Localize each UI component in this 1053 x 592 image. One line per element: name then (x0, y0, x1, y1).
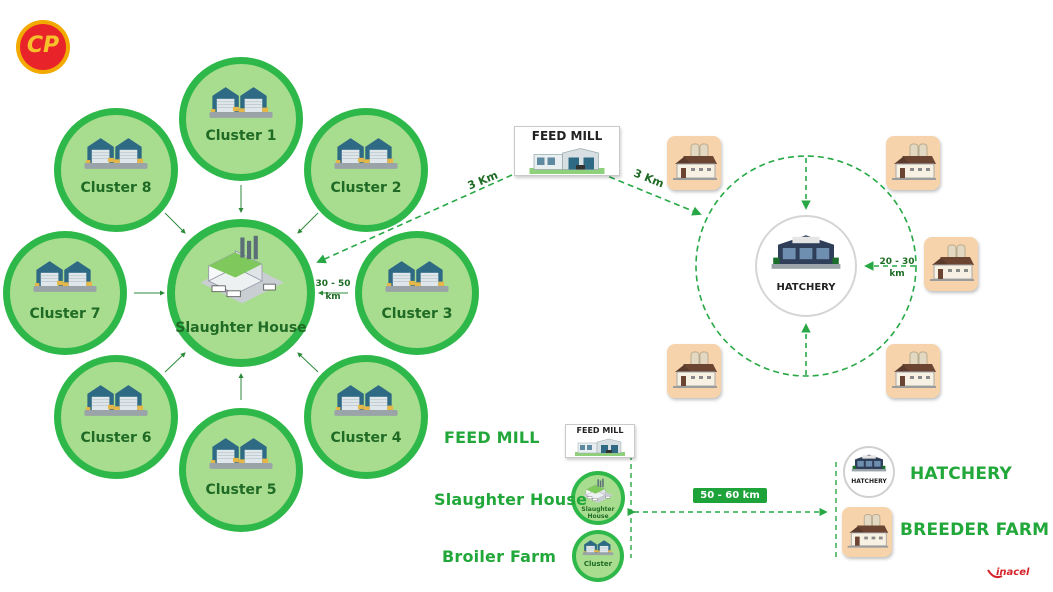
hatchery-ring (695, 155, 917, 377)
cluster-label-8: Cluster 8 (80, 180, 152, 196)
cluster-label-2: Cluster 2 (330, 180, 402, 196)
slaughter-cluster-distance: 30 - 50 km (315, 279, 351, 302)
breeder-farm-bottom-right (886, 344, 940, 398)
farm-house-icon (672, 351, 718, 389)
legend-feed-mill-icon: FEED MILL (565, 424, 635, 458)
cluster-circles (3, 57, 479, 532)
breeder-farm-top-left (667, 136, 721, 190)
breeder-farm-top-right (886, 136, 940, 190)
farm-house-icon (891, 143, 937, 181)
legend-hatchery: HATCHERY (910, 464, 1013, 484)
slaughter-house-label: Slaughter House (175, 320, 307, 336)
cluster-label-5: Cluster 5 (205, 482, 277, 498)
cluster-label-1: Cluster 1 (205, 128, 277, 144)
legend-cluster-icon-label: Cluster (583, 560, 613, 568)
breeder-hatchery-distance: 20 - 30 km (879, 257, 915, 279)
legend-breeder-farm: BREEDER FARM (900, 520, 1050, 540)
cp-logo: CP (16, 20, 70, 74)
farm-house-icon (891, 351, 937, 389)
legend-feed-mill: FEED MILL (444, 428, 540, 447)
legend-feed-mill-icon-title: FEED MILL (576, 426, 624, 435)
feed-mill-icon (529, 148, 605, 174)
cluster-label-7: Cluster 7 (29, 306, 101, 322)
mill-to-hatchery-line (599, 172, 702, 216)
legend-breeder-farm-icon (842, 507, 892, 557)
hatchery-label: HATCHERY (776, 282, 836, 293)
feed-mill-icon (574, 438, 626, 456)
cluster-arrows (134, 185, 348, 400)
farm-house-icon (929, 244, 975, 282)
cluster-label-6: Cluster 6 (80, 430, 152, 446)
feed-mill-card: FEED MILL (514, 126, 620, 176)
farm-house-icon (847, 514, 889, 549)
legend-hatchery-icon-label: HATCHERY (851, 478, 887, 485)
watermark-swoosh (987, 569, 1003, 579)
legend-distance-badge: 50 - 60 km (693, 488, 767, 503)
mill-to-slaughter-line (316, 174, 513, 264)
legend-slaughter-house: Slaughter House (434, 490, 588, 509)
legend-broiler-farm: Broiler Farm (442, 547, 557, 566)
breeder-farm-bottom-left (667, 344, 721, 398)
cluster-label-3: Cluster 3 (381, 306, 453, 322)
legend-lines (630, 455, 837, 558)
breeder-farm-right (924, 237, 978, 291)
watermark: inacel (996, 567, 1030, 578)
feed-mill-title: FEED MILL (531, 129, 603, 143)
cluster-label-4: Cluster 4 (330, 430, 402, 446)
cp-logo-text: CP (26, 33, 60, 58)
hatchery-arrows (801, 158, 915, 375)
farm-house-icon (672, 143, 718, 181)
legend-slaughter-icon-label: Slaughter House (581, 506, 615, 520)
